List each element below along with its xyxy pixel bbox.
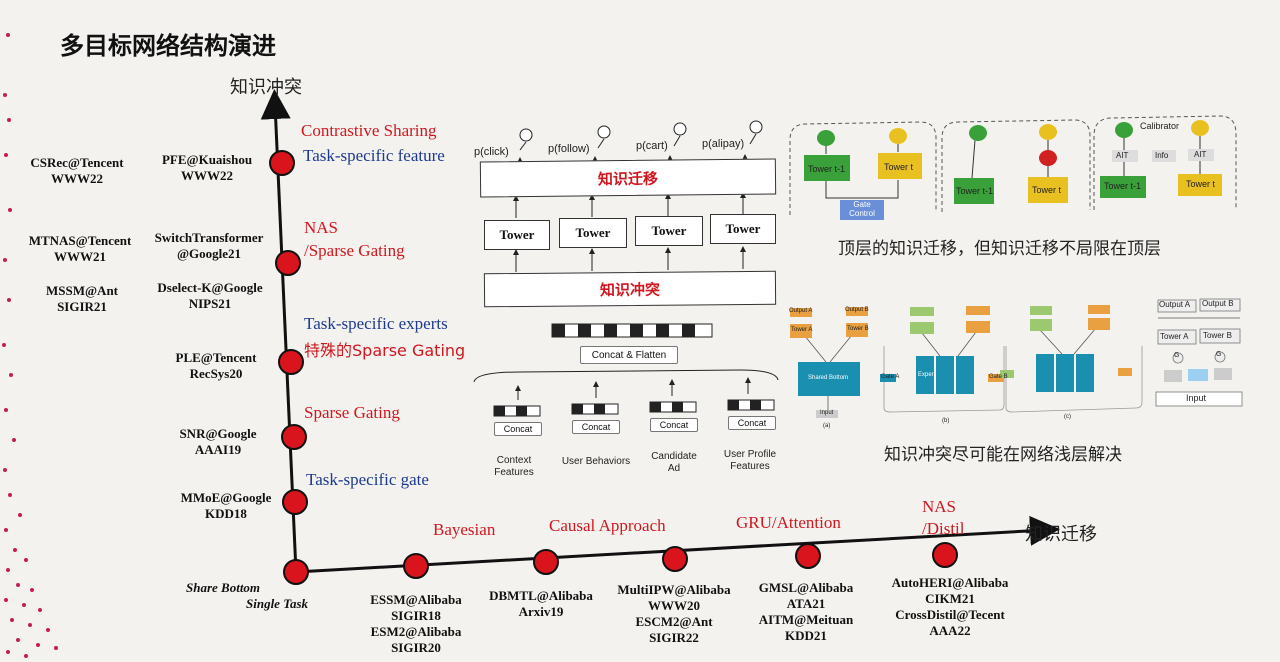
concat-flatten-box: Concat & Flatten: [580, 346, 678, 364]
rb-shared-bottom: Shared Bottom: [808, 375, 849, 381]
node-origin: [283, 559, 309, 585]
x-axis-label: 知识迁移: [1025, 524, 1097, 545]
node-mmoe: [282, 489, 308, 515]
rb-g-b: G: [1216, 351, 1222, 358]
rb-sub-a: (a): [823, 423, 831, 429]
category-task-experts: Task-specific experts: [304, 314, 448, 333]
flatten-vector: [551, 323, 713, 338]
tower-3: Tower: [635, 216, 703, 246]
node-nas-distil: [932, 542, 958, 568]
category-causal: Causal Approach: [549, 516, 666, 535]
node-nas: [275, 250, 301, 276]
rb-g-a: G: [1174, 352, 1180, 359]
node-causal: [533, 549, 559, 575]
decorative-dots: [2, 33, 58, 658]
rt-tower-prev-2: Tower t-1: [956, 186, 994, 196]
tower-4: Tower: [710, 214, 776, 244]
rt-tower-prev-3: Tower t-1: [1104, 181, 1142, 191]
category-nas: NAS: [304, 218, 339, 237]
node-gru: [795, 543, 821, 569]
tower-2: Tower: [559, 218, 627, 248]
node-ple: [278, 349, 304, 375]
rb-sub-c: (c): [1064, 414, 1071, 420]
feature-behaviors: User Behaviors: [561, 456, 631, 467]
right-top-caption: 顶层的知识迁移，但知识迁移不局限在顶层: [838, 239, 1161, 259]
category-nas-h: NAS: [922, 497, 957, 516]
node-bayesian: [403, 553, 429, 579]
rb-output-b-1: Output B: [845, 307, 869, 313]
output-click: p(click): [474, 146, 509, 158]
rb-tower-a-1: Tower A: [791, 327, 813, 333]
ref-switch: SwitchTransformer@Google21: [154, 230, 264, 261]
rt-tower-cur-3: Tower t: [1186, 179, 1216, 189]
rt-tower-cur-1: Tower t: [884, 162, 914, 172]
category-task-feature: Task-specific feature: [303, 146, 445, 165]
concat-behaviors: Concat: [572, 420, 620, 434]
concat-profile: Concat: [728, 416, 776, 430]
category-sparse-gating: Sparse Gating: [304, 403, 400, 422]
category-distil: /Distil: [922, 519, 965, 538]
concat-ad: Concat: [650, 418, 698, 432]
node-contrastive: [269, 150, 295, 176]
node-snr: [281, 424, 307, 450]
rt-ait-2: AIT: [1194, 150, 1207, 159]
output-alipay: p(alipay): [702, 138, 745, 150]
rt-info: Info: [1155, 151, 1169, 160]
rb-output-b-4: Output B: [1202, 299, 1234, 308]
output-cart: p(cart): [636, 140, 668, 152]
origin-single-task: Single Task: [246, 596, 309, 611]
rt-calibrator: Calibrator: [1140, 121, 1180, 131]
concat-context: Concat: [494, 422, 542, 436]
origin-share-bottom: Share Bottom: [186, 580, 261, 595]
rb-gate-a-1: Gate A: [881, 374, 900, 380]
rb-output-a-4: Output A: [1159, 300, 1191, 309]
rb-tower-a-4: Tower A: [1160, 332, 1189, 341]
rb-tower-b-1: Tower B: [847, 326, 869, 332]
output-follow: p(follow): [548, 143, 590, 155]
category-special-gating: 特殊的Sparse Gating: [304, 341, 466, 360]
page-title: 多目标网络结构演进: [60, 32, 276, 60]
rt-tower-cur-2: Tower t: [1032, 185, 1062, 195]
category-sparse-gating-nas: /Sparse Gating: [304, 241, 405, 260]
rb-output-a-1: Output A: [789, 308, 813, 314]
node-multiipw: [662, 546, 688, 572]
rt-tower-prev-1: Tower t-1: [808, 164, 846, 174]
category-task-gate: Task-specific gate: [306, 470, 429, 489]
rt-ait-1: AIT: [1116, 151, 1129, 160]
category-gru-attention: GRU/Attention: [736, 513, 841, 532]
rb-expert-1: Expert: [918, 372, 936, 378]
rb-sub-b: (b): [942, 418, 950, 424]
right-bottom-caption: 知识冲突尽可能在网络浅层解决: [884, 445, 1122, 465]
rb-gate-b-1: Gate B: [989, 374, 1008, 380]
category-contrastive: Contrastive Sharing: [301, 121, 437, 140]
tower-1: Tower: [484, 220, 550, 250]
rb-input-1: Input: [820, 410, 834, 416]
rb-tower-b-4: Tower B: [1203, 331, 1232, 340]
category-bayesian: Bayesian: [433, 520, 496, 539]
y-axis-label: 知识冲突: [230, 77, 302, 98]
rb-input-4: Input: [1186, 393, 1207, 403]
